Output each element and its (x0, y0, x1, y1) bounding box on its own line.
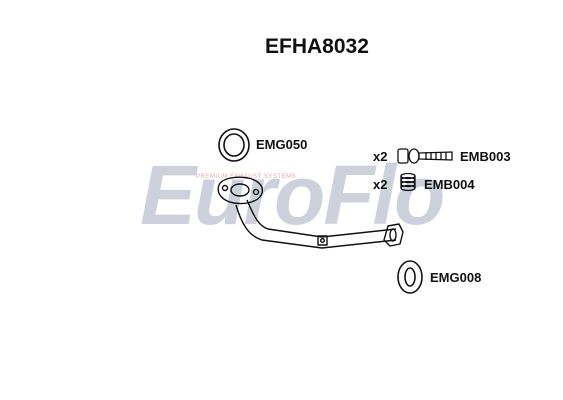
watermark-brand: EuroFlo (140, 148, 443, 242)
pipe-bracket-hole (320, 237, 326, 243)
gasket-emg008-drawing (397, 260, 423, 294)
pipe-bracket (317, 235, 328, 246)
flange-bolt-hole-left (221, 184, 229, 192)
part-label-emg050: EMG050 (256, 137, 307, 152)
spring-emb004-drawing (400, 172, 416, 192)
gasket-emg050-drawing (218, 128, 250, 162)
pipe-end-flange (383, 223, 404, 247)
flange-bore (230, 183, 250, 197)
pipe-outline-bottom (235, 204, 397, 249)
pipe-outline-top (246, 199, 397, 238)
bolt-emb003-drawing (397, 148, 453, 164)
part-qty-emb004: x2 (373, 177, 387, 192)
part-label-emb004: EMB004 (424, 177, 475, 192)
flange-bolt-hole-right (252, 188, 260, 196)
part-qty-emb003: x2 (373, 149, 387, 164)
front-pipe-drawing (217, 176, 404, 249)
part-label-emb003: EMB003 (460, 149, 511, 164)
pipe-end-bore (389, 228, 397, 242)
page-title: EFHA8032 (265, 35, 369, 58)
part-label-emg008: EMG008 (430, 270, 481, 285)
pipe-flange (217, 176, 264, 205)
